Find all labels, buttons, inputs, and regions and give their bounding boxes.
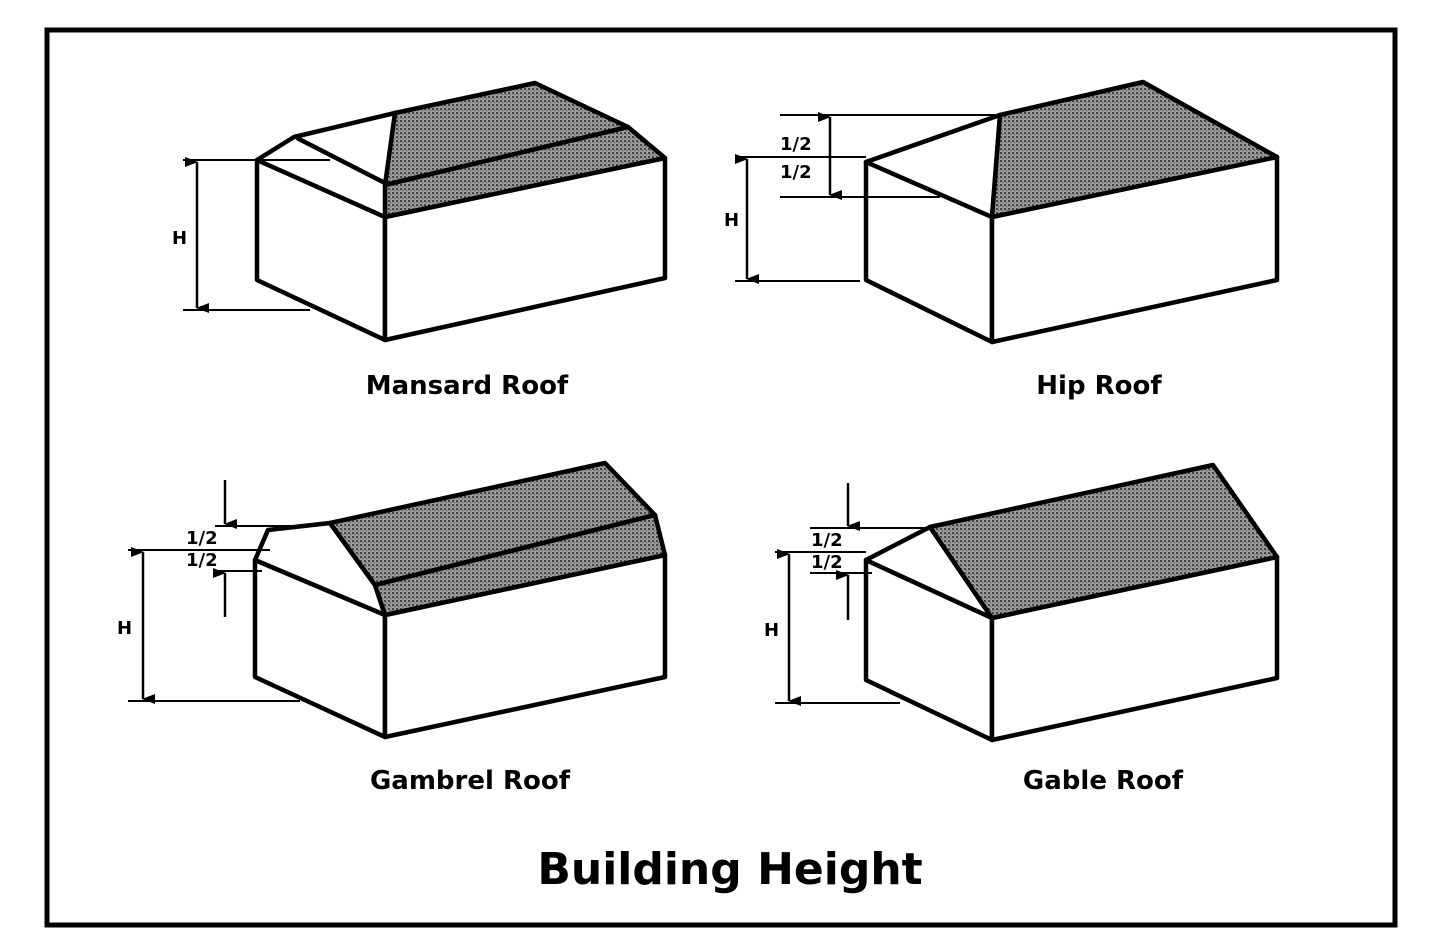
- gable-roof-label: Gable Roof: [1023, 766, 1184, 796]
- frame-border: [44, 27, 1398, 928]
- hip-roof-label: Hip Roof: [1036, 371, 1162, 401]
- half-label-lower: 1/2: [811, 552, 843, 573]
- gambrel-roof-label: Gambrel Roof: [370, 766, 571, 796]
- half-label-lower: 1/2: [780, 162, 812, 183]
- height-label: H: [764, 620, 779, 641]
- diagram-title: Building Height: [537, 844, 922, 895]
- mansard-roof-label: Mansard Roof: [366, 371, 569, 401]
- half-label-upper: 1/2: [186, 528, 218, 549]
- gambrel-roof-building: 1/2 1/2 H: [117, 460, 668, 740]
- half-label-upper: 1/2: [780, 134, 812, 155]
- mansard-roof-building: H: [172, 80, 668, 343]
- half-label-upper: 1/2: [811, 530, 843, 551]
- height-label: H: [724, 210, 739, 231]
- hip-roof-building: 1/2 1/2 H: [724, 79, 1280, 345]
- height-label: H: [117, 618, 132, 639]
- height-label: H: [172, 228, 187, 249]
- half-label-lower: 1/2: [186, 550, 218, 571]
- gable-roof-building: 1/2 1/2 H: [764, 462, 1280, 743]
